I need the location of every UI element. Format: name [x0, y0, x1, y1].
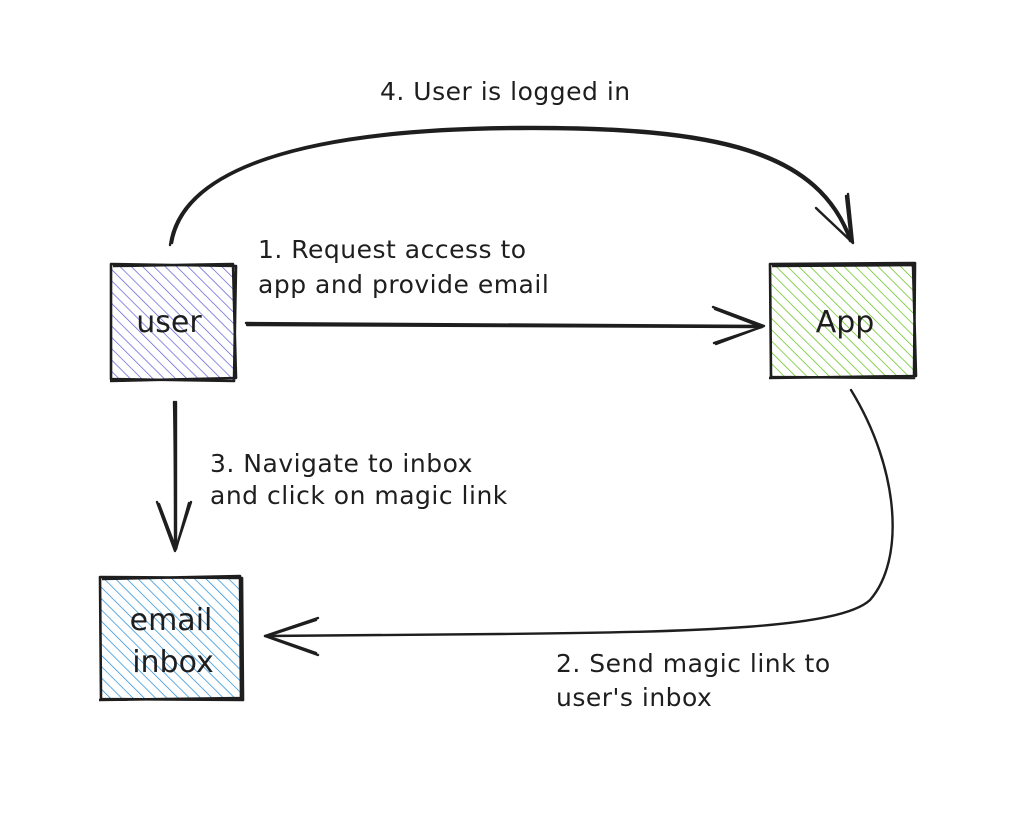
user-node: user	[109, 262, 238, 383]
app-node-label: App	[816, 305, 875, 340]
edge-request-access: 1. Request access to app and provide ema…	[244, 235, 766, 346]
app-node-fill	[771, 264, 914, 377]
edge-logged-in: 4. User is logged in	[168, 77, 855, 247]
user-node-fill	[112, 265, 235, 380]
edge-send-magic-link: 2. Send magic link to user's inbox	[263, 388, 894, 712]
edge-request-access-label-line2: app and provide email	[258, 270, 549, 299]
edge-send-magic-link-line	[263, 388, 894, 638]
user-node-border	[109, 262, 238, 383]
edge-send-magic-link-label-line1: 2. Send magic link to	[556, 649, 831, 678]
email-inbox-node: email inbox	[98, 574, 245, 702]
edge-navigate-inbox-line	[172, 400, 178, 552]
edge-logged-in-arrowhead	[814, 192, 855, 245]
edge-navigate-inbox-label-line1: 3. Navigate to inbox	[210, 449, 473, 478]
edge-request-access-label-line1: 1. Request access to	[258, 235, 527, 264]
email-inbox-node-label-line2: inbox	[132, 645, 214, 680]
edge-send-magic-link-arrowhead	[263, 616, 320, 657]
edge-navigate-inbox-label-line2: and click on magic link	[210, 481, 508, 510]
email-inbox-node-label-line1: email	[130, 603, 213, 638]
edge-send-magic-link-label-line2: user's inbox	[556, 683, 712, 712]
edge-logged-in-line	[168, 125, 854, 247]
app-node: App	[768, 261, 918, 380]
edge-request-access-arrowhead	[711, 305, 766, 346]
edge-request-access-line	[244, 321, 765, 329]
app-node-border	[768, 261, 918, 380]
email-inbox-node-fill	[101, 578, 243, 699]
edge-navigate-inbox-arrowhead	[155, 500, 193, 553]
user-node-label: user	[136, 305, 202, 340]
edge-navigate-inbox: 3. Navigate to inbox and click on magic …	[155, 400, 508, 553]
email-inbox-node-border	[98, 574, 245, 702]
edge-logged-in-label-line1: 4. User is logged in	[380, 77, 631, 106]
